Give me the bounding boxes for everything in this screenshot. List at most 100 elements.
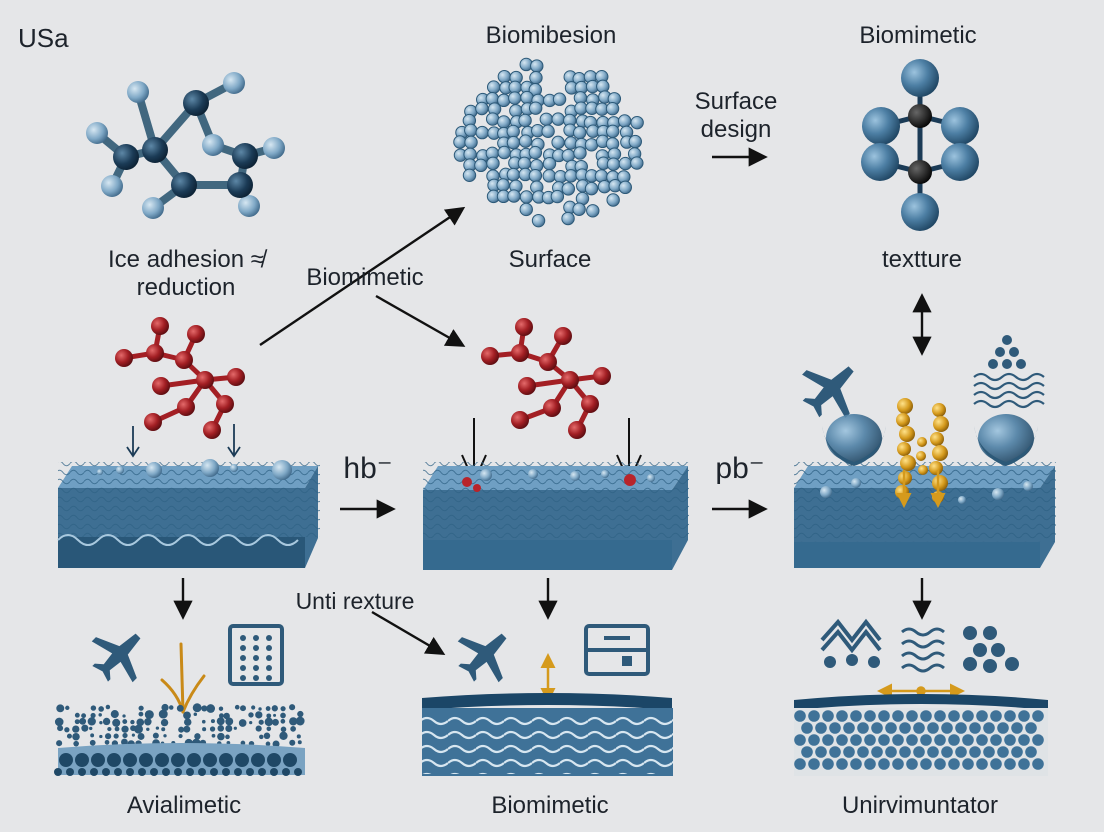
pore-dot [280, 718, 286, 724]
pore-dot [272, 740, 280, 748]
pore-circle [850, 734, 862, 746]
molecule-red-center [481, 318, 611, 439]
pore-circle [174, 768, 182, 776]
bead [617, 114, 632, 128]
pore-circle [892, 734, 904, 746]
pore-circle [899, 746, 911, 758]
pore-circle [913, 746, 925, 758]
cabinet-icon [584, 624, 650, 676]
pore-circle [857, 746, 869, 758]
panel-dot [253, 675, 259, 681]
pore-circle [941, 722, 953, 734]
pore-dot [99, 734, 103, 739]
dot-cluster-icon [963, 626, 1019, 673]
airplane-icon [445, 615, 525, 695]
pore-circle [75, 753, 89, 767]
pore-circle [219, 753, 233, 767]
pore-circle [822, 734, 834, 746]
pore-circle [920, 710, 932, 722]
bead [542, 169, 556, 183]
pore-circle [90, 768, 98, 776]
molecule-top-right [861, 59, 979, 231]
pore-dot [266, 713, 272, 719]
pore-dot [206, 704, 216, 713]
pore-dot [266, 726, 272, 732]
bead [542, 156, 557, 171]
bead [520, 90, 534, 105]
pore-dot [238, 719, 247, 727]
pore-dot [219, 713, 224, 719]
pore-circle [66, 768, 74, 776]
pore-dot [295, 716, 305, 726]
pore-dot [225, 734, 230, 740]
pore-circle [885, 722, 897, 734]
pore-dot [183, 725, 191, 733]
pore-dot [234, 704, 240, 710]
pore-dot [90, 705, 97, 711]
label-arrow-pb: pb⁻ [715, 452, 765, 485]
pore-dot [138, 711, 144, 717]
pore-dot [152, 732, 159, 739]
pore-dot [65, 705, 70, 711]
bead [486, 156, 500, 171]
bead [584, 181, 599, 196]
pore-dot [178, 726, 185, 733]
pore-dot [168, 705, 174, 710]
pore-circle [948, 710, 960, 722]
pore-dot [259, 734, 264, 740]
bead [497, 145, 511, 160]
pore-dot [201, 705, 208, 712]
molecule-red-left [115, 317, 245, 439]
pore-circle [976, 710, 988, 722]
pore-circle [808, 710, 820, 722]
pore-circle [222, 768, 230, 776]
pore-dot [255, 725, 262, 732]
pore-dot [161, 727, 166, 732]
lens-left-icon [822, 414, 886, 466]
bead [464, 135, 478, 150]
pore-circle [836, 734, 848, 746]
bead [528, 145, 543, 160]
pore-dot [112, 718, 121, 727]
pore-dot [89, 739, 96, 746]
pore-dot [122, 714, 126, 718]
pore-dot [104, 733, 112, 740]
label-ice-adhesion: Ice adhesion ≉ reduction [108, 246, 264, 301]
pore-dot [297, 710, 304, 718]
pore-circle [794, 734, 806, 746]
pore-circle [962, 758, 974, 770]
pore-circle [892, 710, 904, 722]
pore-dot [178, 734, 183, 739]
pore-circle [155, 753, 169, 767]
bead [573, 125, 587, 140]
pore-circle [997, 746, 1009, 758]
pore-circle [187, 753, 201, 767]
pore-circle [91, 753, 105, 767]
dot-pyramid-icon [988, 335, 1026, 369]
pore-circle [246, 768, 254, 776]
bead [551, 135, 565, 150]
corner-label: USa [18, 23, 69, 53]
bead [474, 158, 488, 173]
pore-circle [976, 758, 988, 770]
pore-dot [194, 733, 201, 740]
pore-dot [136, 718, 145, 727]
bead-cluster [453, 57, 644, 228]
pore-circle [1004, 710, 1016, 722]
pore-circle [913, 722, 925, 734]
pore-dot [104, 739, 110, 745]
pore-dot [248, 712, 254, 718]
pore-dot [98, 713, 102, 717]
pore-circle [54, 768, 62, 776]
pore-dot [110, 710, 119, 719]
pore-dot [233, 726, 237, 730]
pore-circle [126, 768, 134, 776]
bead [506, 135, 521, 150]
pore-circle [927, 722, 939, 734]
pore-circle [801, 722, 813, 734]
pore-circle [186, 768, 194, 776]
pore-circle [906, 734, 918, 746]
pore-dot [251, 705, 256, 710]
pore-dot [201, 719, 206, 724]
